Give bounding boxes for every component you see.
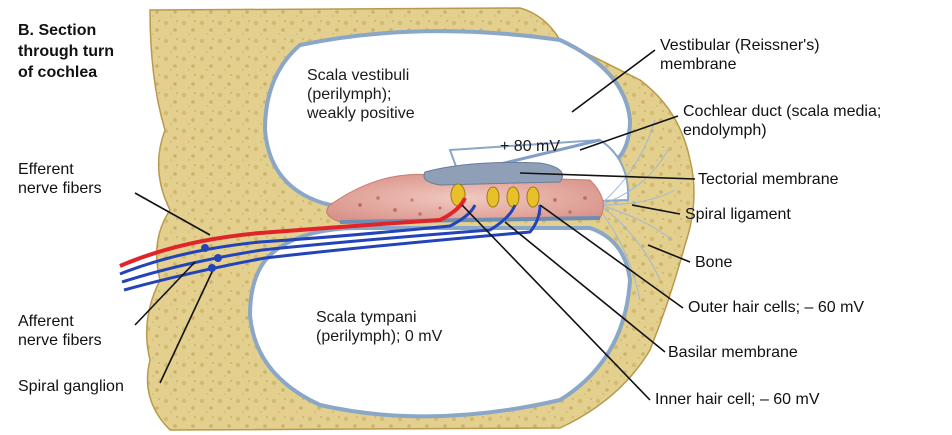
tectorial-membrane-label: Tectorial membrane [698,170,839,189]
outer-hair-cell-shape-2 [507,187,519,207]
basilar-membrane-label: Basilar membrane [668,343,798,362]
afferent-fibers-label: Afferent nerve fibers [18,312,102,350]
efferent-fibers-label: Efferent nerve fibers [18,160,102,198]
vestibular-membrane-label: Vestibular (Reissner's) membrane [660,36,820,74]
duct-potential-label: + 80 mV [500,137,560,156]
diagram-title: B. Section through turn of cochlea [18,20,114,83]
outer-hair-cell-shape-1 [487,187,499,207]
inner-hair-cell-label: Inner hair cell; – 60 mV [655,390,820,409]
outer-hair-cell-shape-3 [527,187,539,207]
bone-label: Bone [695,253,732,272]
scala-tympani-label: Scala tympani (perilymph); 0 mV [316,308,442,346]
spiral-ganglion-label: Spiral ganglion [18,377,124,396]
spiral-ligament-label: Spiral ligament [685,205,791,224]
scala-vestibuli-label: Scala vestibuli (perilymph); weakly posi… [307,66,415,123]
outer-hair-cells-label: Outer hair cells; – 60 mV [688,298,864,317]
cochlear-duct-label: Cochlear duct (scala media; endolymph) [683,102,881,140]
